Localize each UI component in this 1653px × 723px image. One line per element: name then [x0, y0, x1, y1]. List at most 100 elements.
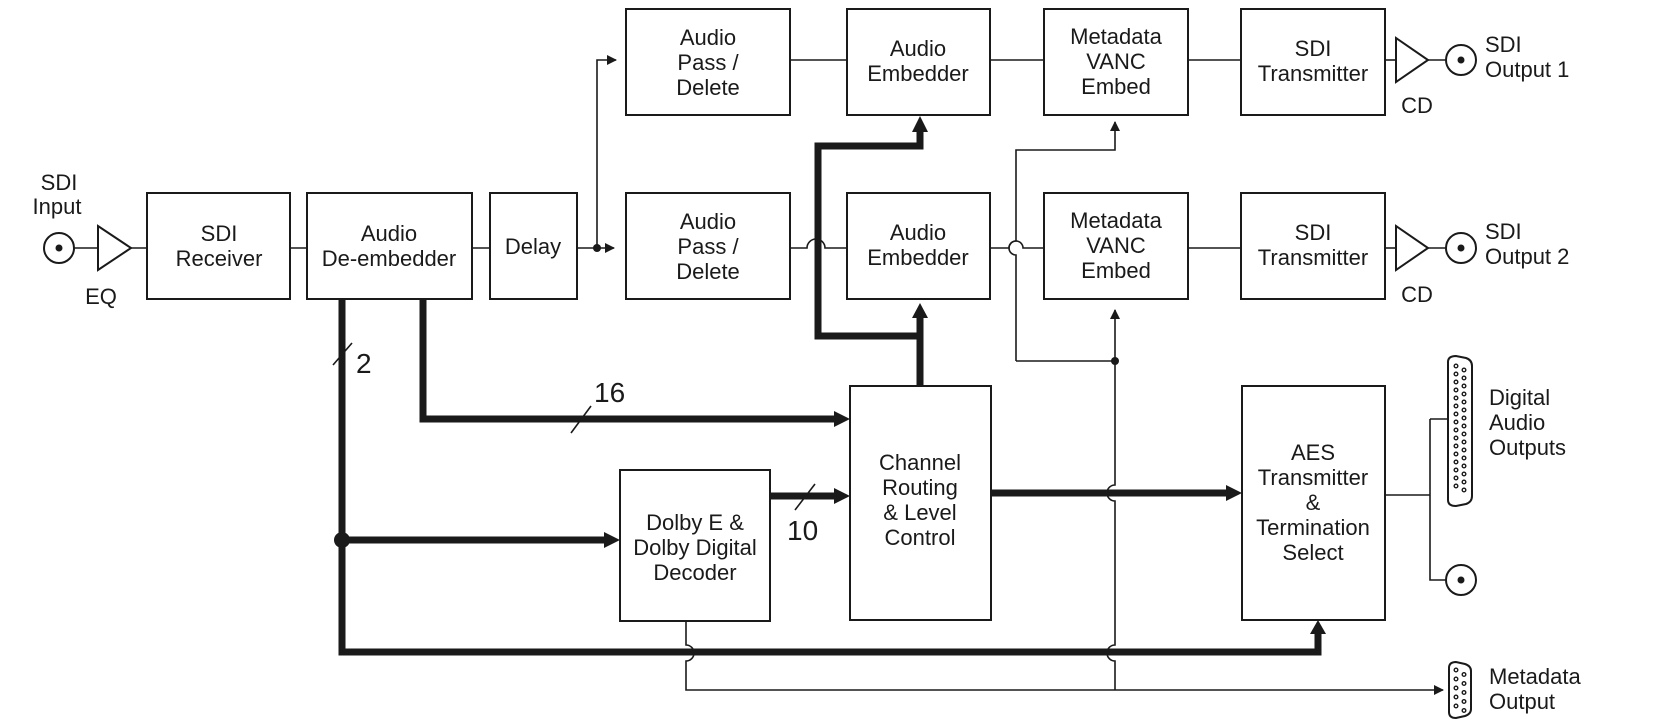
connector-pin — [1453, 379, 1459, 385]
connector-pin — [1461, 699, 1467, 705]
block-label: VANC — [1086, 233, 1146, 258]
block-label: & Level — [883, 500, 956, 525]
block-label: Termination — [1256, 515, 1370, 540]
connector-pin — [1453, 435, 1459, 441]
connector-pin — [1461, 391, 1467, 397]
bus-count-2: 2 — [356, 348, 372, 379]
connector-pin — [1453, 667, 1459, 673]
connector-pin — [1461, 407, 1467, 413]
connector-pin — [1461, 487, 1467, 493]
connector-pin — [1453, 467, 1459, 473]
block-label: & — [1306, 490, 1321, 515]
block-label: Control — [885, 525, 956, 550]
block-label: VANC — [1086, 49, 1146, 74]
block-aes-transmitter: AES Transmitter & Termination Select — [1241, 385, 1386, 621]
block-label: Pass / — [677, 50, 739, 75]
block-label: Audio — [680, 25, 736, 50]
block-label: Audio — [890, 220, 946, 245]
block-label: Metadata — [1070, 208, 1162, 233]
block-sdi-receiver: SDI Receiver — [146, 192, 291, 300]
connector-pin — [1453, 427, 1459, 433]
connector-pin — [1461, 708, 1467, 714]
block-label: Transmitter — [1258, 245, 1368, 270]
connector-pin — [1461, 681, 1467, 687]
connector-pin — [1461, 455, 1467, 461]
connector-pin — [1461, 399, 1467, 405]
block-label: De-embedder — [322, 246, 457, 271]
eq-amplifier-icon — [97, 224, 133, 272]
block-label: SDI — [1295, 36, 1332, 61]
block-label: Audio — [890, 36, 946, 61]
connector-pin — [1453, 483, 1459, 489]
block-label: Transmitter — [1258, 465, 1368, 490]
cd-driver-icon — [1395, 36, 1430, 84]
sdi-output-2-connector-icon — [1445, 232, 1477, 264]
bus-count-16: 16 — [594, 377, 625, 408]
bus-count-10: 10 — [787, 515, 818, 546]
connector-pin — [1461, 447, 1467, 453]
block-label: SDI — [201, 221, 238, 246]
sdi-output-2-label: Output 2 — [1485, 244, 1569, 269]
block-label: Audio — [361, 221, 417, 246]
connector-pin — [1461, 439, 1467, 445]
thick-buses — [334, 116, 1326, 656]
cd-label: CD — [1401, 93, 1433, 118]
block-dolby-decoder: Dolby E & Dolby Digital Decoder — [619, 469, 771, 622]
block-label: Delete — [676, 75, 740, 100]
aes-bnc-connector-icon — [1445, 564, 1477, 596]
connector-pin — [1461, 471, 1467, 477]
sdi-input-label: SDI — [41, 170, 78, 195]
block-label: Dolby E & — [646, 510, 744, 535]
block-label: Embed — [1081, 258, 1151, 283]
cd-label: CD — [1401, 282, 1433, 307]
sdi-input-label: Input — [33, 194, 82, 219]
block-label: Receiver — [176, 246, 263, 271]
sdi-input-connector-icon — [43, 232, 75, 264]
sdi-output-1-label: SDI — [1485, 32, 1522, 57]
connector-pin — [1453, 703, 1459, 709]
connector-pin — [1453, 685, 1459, 691]
block-sdi-transmitter-2: SDI Transmitter — [1240, 192, 1386, 300]
connector-pin — [1453, 694, 1459, 700]
block-label: Channel — [879, 450, 961, 475]
block-label: Delay — [505, 234, 561, 259]
block-metadata-vanc-1: Metadata VANC Embed — [1043, 8, 1189, 116]
connector-pin — [1461, 431, 1467, 437]
connector-pin — [1453, 363, 1459, 369]
block-channel-routing: Channel Routing & Level Control — [849, 385, 992, 621]
connector-pin — [1461, 690, 1467, 696]
block-label: Delete — [676, 259, 740, 284]
metadata-output-label: Metadata — [1489, 664, 1581, 689]
connector-pin — [1453, 419, 1459, 425]
connector-pin — [1453, 475, 1459, 481]
block-label: Embed — [1081, 74, 1151, 99]
block-label: Audio — [680, 209, 736, 234]
connector-pin — [1461, 672, 1467, 678]
sdi-output-1-connector-icon — [1445, 44, 1477, 76]
cd-driver-icon — [1395, 224, 1430, 272]
connector-pin — [1453, 411, 1459, 417]
digital-audio-outputs-label: Outputs — [1489, 435, 1566, 460]
connector-pin — [1453, 403, 1459, 409]
digital-audio-outputs-label: Audio — [1489, 410, 1545, 435]
metadata-dsub-connector-icon — [1448, 660, 1472, 720]
block-label: Decoder — [653, 560, 736, 585]
connector-pin — [1453, 443, 1459, 449]
eq-label: EQ — [85, 284, 117, 309]
connector-pin — [1453, 371, 1459, 377]
block-label: Routing — [882, 475, 958, 500]
block-audio-pass-delete-2: Audio Pass / Delete — [625, 192, 791, 300]
block-audio-deembedder: Audio De-embedder — [306, 192, 473, 300]
connector-pin — [1453, 459, 1459, 465]
metadata-output-label: Output — [1489, 689, 1555, 714]
connector-pin — [1461, 423, 1467, 429]
connector-pin — [1453, 387, 1459, 393]
connector-pin — [1453, 451, 1459, 457]
connector-pin — [1461, 383, 1467, 389]
block-label: Embedder — [867, 245, 969, 270]
bus-slashes — [332, 342, 816, 511]
block-label: Pass / — [677, 234, 739, 259]
connector-pin — [1461, 367, 1467, 373]
block-label: SDI — [1295, 220, 1332, 245]
